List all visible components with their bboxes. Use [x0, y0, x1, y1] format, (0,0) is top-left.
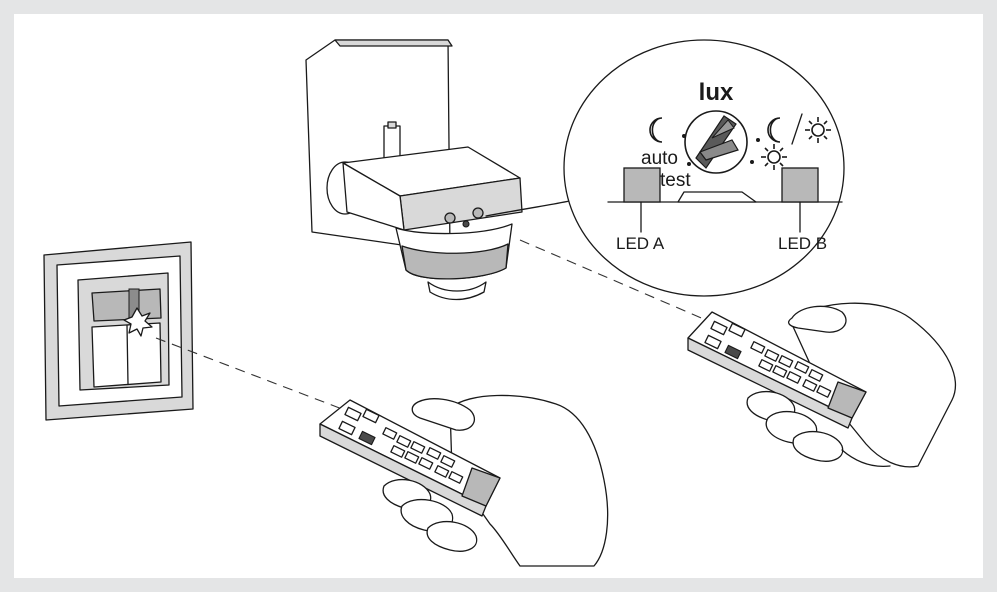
sun-small-icon	[805, 117, 831, 143]
hand-left	[449, 394, 609, 567]
auto-label: auto	[641, 148, 678, 169]
dial-slot	[677, 191, 757, 203]
ir-flash-icon	[123, 307, 153, 337]
thumb-right	[787, 305, 847, 333]
ir-beam-left	[155, 337, 351, 413]
remote-control-left	[319, 394, 609, 567]
sensor-lens	[91, 288, 162, 322]
led-a-dot	[444, 212, 456, 224]
test-label: test	[660, 170, 691, 191]
lux-callout: lux	[485, 39, 845, 297]
detector-lens-band	[401, 243, 509, 280]
thumb-left	[411, 398, 475, 431]
moon-icon	[649, 117, 663, 143]
finger-right-3	[792, 430, 844, 462]
remote-right-keys	[704, 320, 832, 398]
led-a-window	[623, 167, 661, 203]
lux-dial-icon	[684, 110, 748, 174]
remote-control-right	[687, 302, 956, 468]
led-b-dot	[472, 207, 484, 219]
finger-left-3	[426, 520, 478, 552]
led-a-label: LED A	[616, 234, 665, 253]
sun-icon	[761, 144, 787, 170]
wall-switch-sensor	[43, 241, 194, 421]
detector-lens-cap	[427, 281, 487, 301]
remote-left-keys	[338, 406, 464, 484]
hand-right	[789, 302, 956, 468]
led-b-label: LED B	[778, 234, 827, 253]
moon-sun-icon	[767, 117, 781, 143]
lux-title: lux	[699, 79, 734, 106]
motion-detector	[305, 39, 523, 301]
led-b-window	[781, 167, 819, 203]
